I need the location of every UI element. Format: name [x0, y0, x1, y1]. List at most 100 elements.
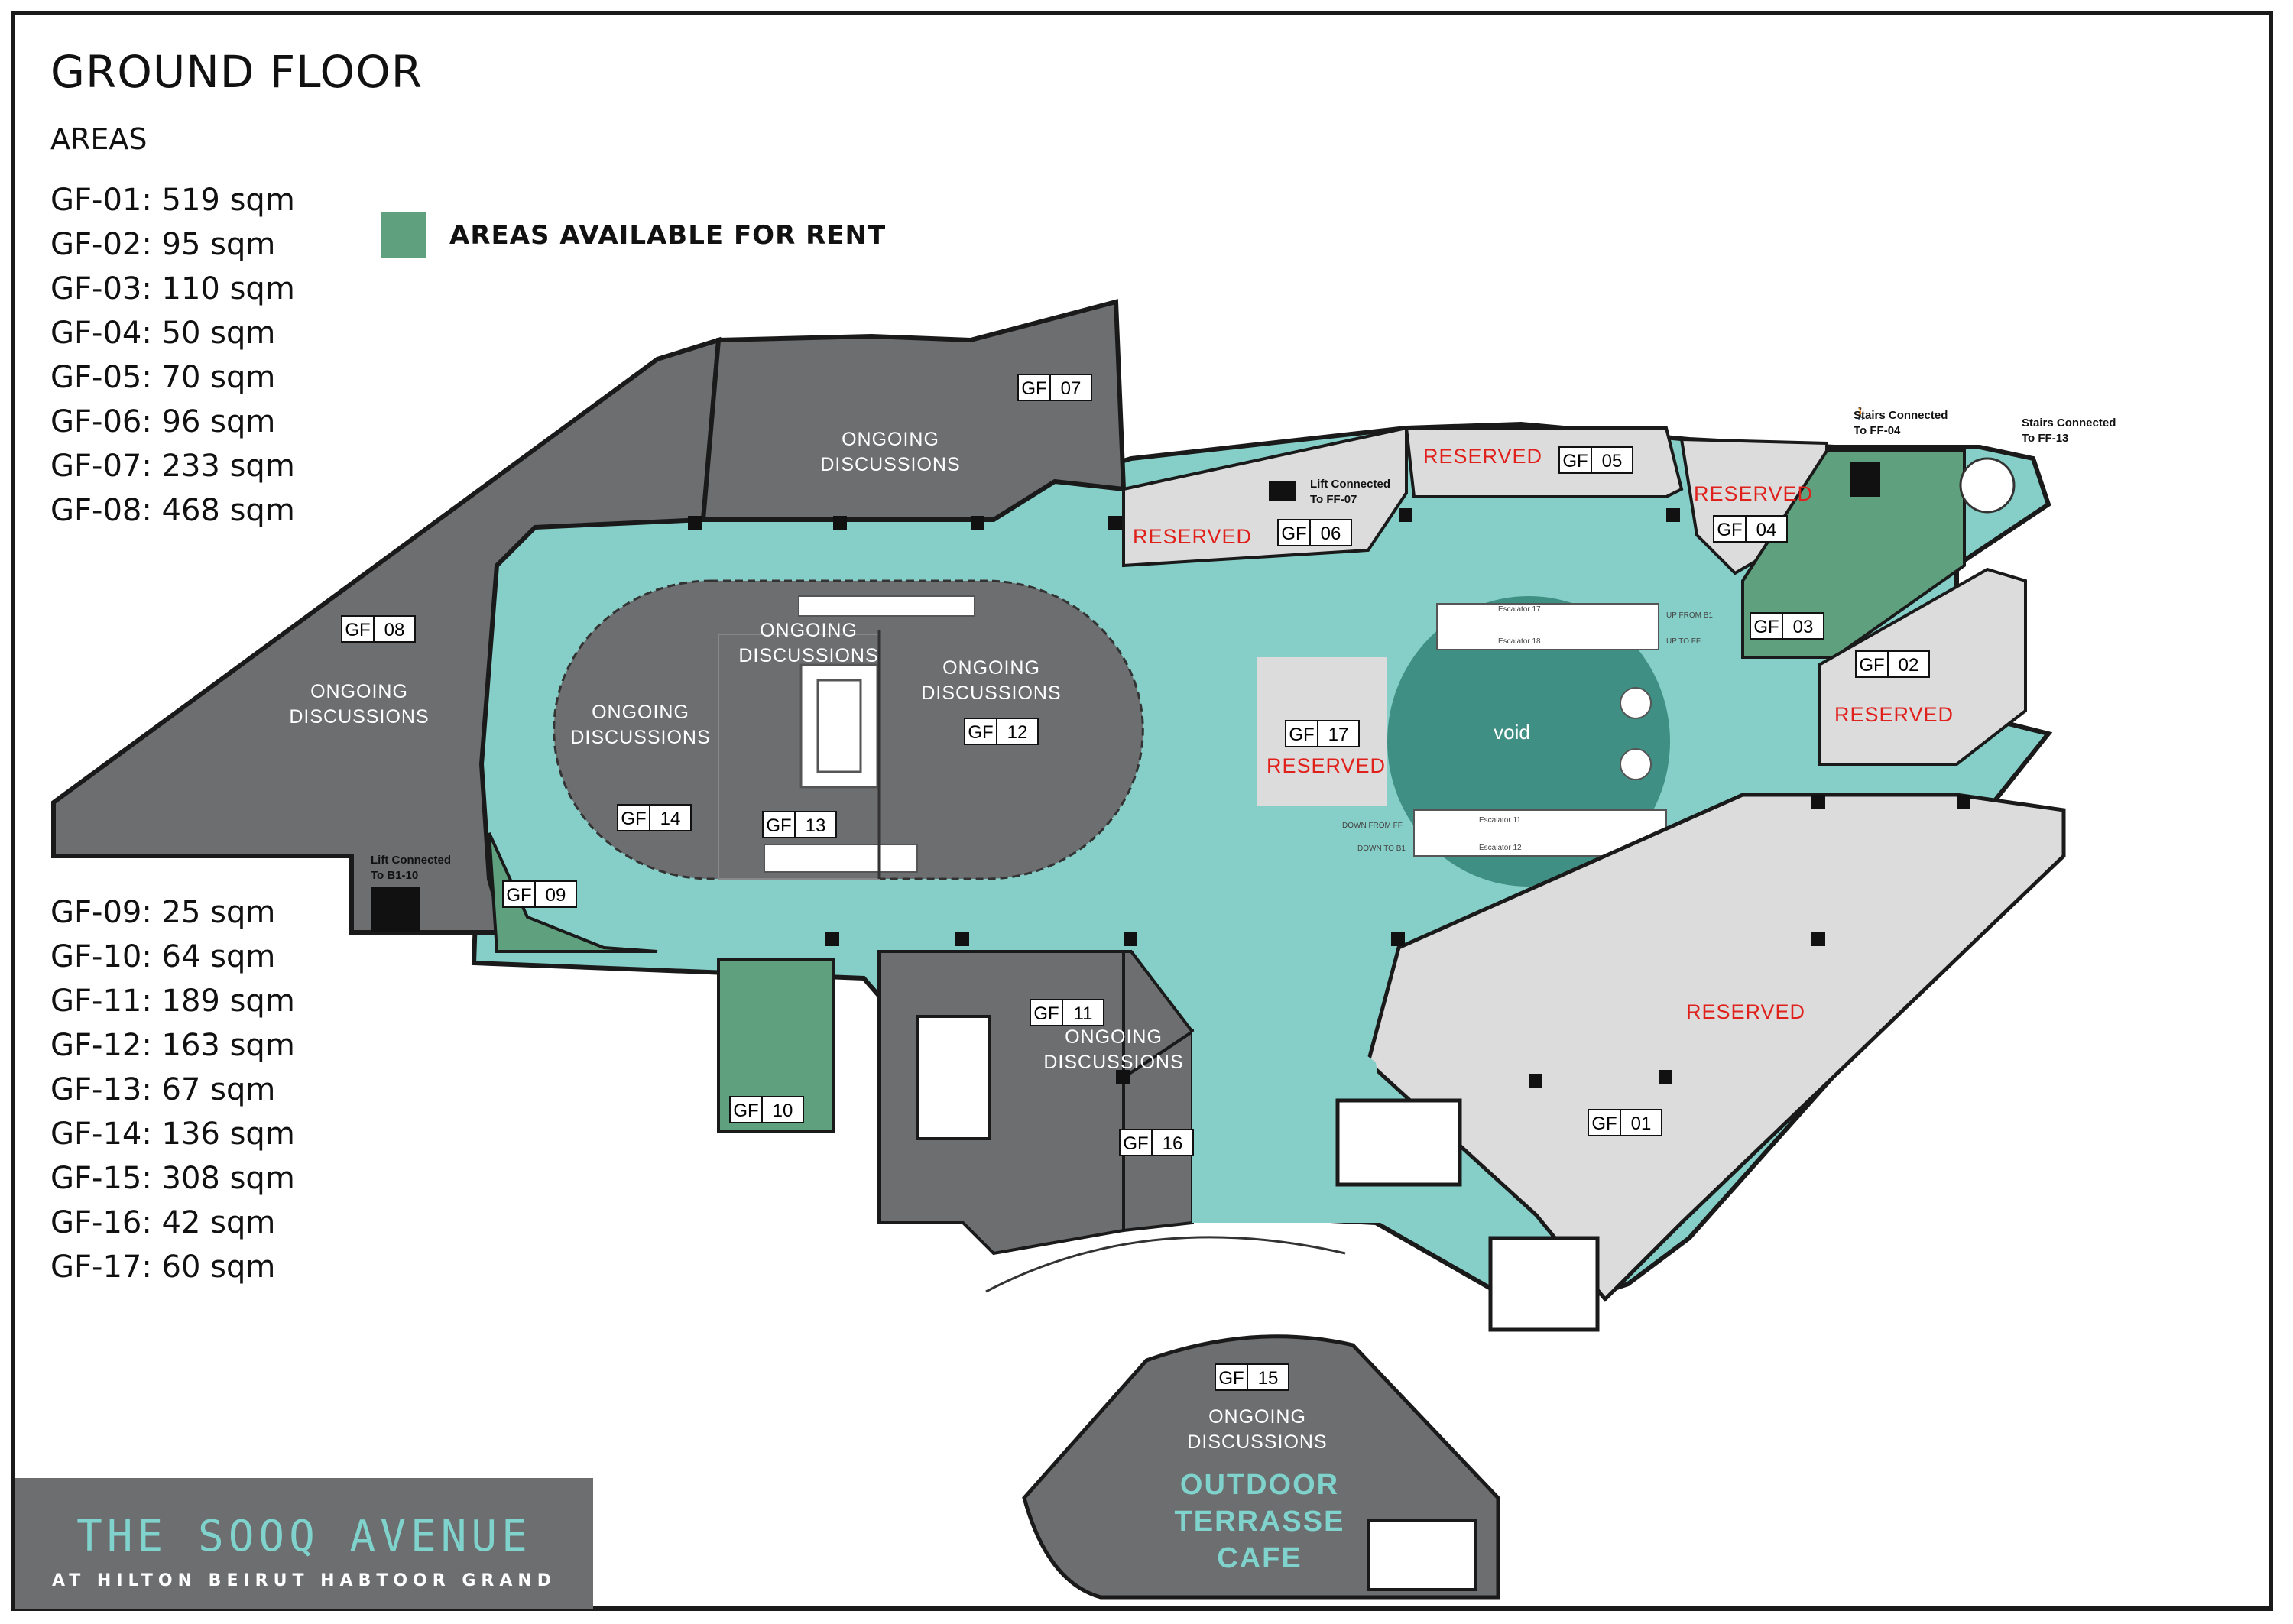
svg-text:CAFE: CAFE	[1217, 1542, 1302, 1574]
tag-gf14-prefix: GF	[621, 809, 646, 829]
status-gf02: RESERVED	[1834, 703, 1954, 726]
tag-gf12-num: 12	[1007, 722, 1028, 743]
stairs-ff04-note: 🚶 Stairs Connected To FF-04	[1854, 407, 1948, 437]
status-gf05: RESERVED	[1423, 445, 1542, 468]
terrace-kiosk	[1367, 1519, 1477, 1591]
area-item-gf16: GF-16: 42 sqm	[50, 1205, 276, 1240]
area-list-top: GF-01: 519 sqm GF-02: 95 sqm GF-03: 110 …	[50, 178, 295, 533]
status-gf13-l2: DISCUSSIONS	[738, 645, 878, 666]
escalator-notes: Escalator 17 Escalator 18 Escalator 11 E…	[1342, 605, 1713, 853]
area-item-gf07: GF-07: 233 sqm	[50, 449, 295, 484]
void-column-left	[1620, 687, 1652, 719]
unit-gf05-area[interactable]	[1404, 426, 1684, 498]
unit-gf13-feature-inner	[816, 679, 862, 773]
tag-gf07-prefix: GF	[1021, 378, 1046, 399]
tag-gf16: GF 16	[1119, 1129, 1194, 1156]
brand-logo: THE SOOQ AVENUE AT HILTON BEIRUT HABTOOR…	[15, 1478, 593, 1609]
void-label: void	[1494, 721, 1530, 744]
svg-text:UP TO FF: UP TO FF	[1666, 637, 1701, 646]
tag-gf12: GF 12	[964, 718, 1039, 745]
status-gf11-l1: ONGOING	[1065, 1026, 1163, 1048]
status-gf08-l1: ONGOING	[310, 681, 408, 702]
area-item-gf17: GF-17: 60 sqm	[50, 1250, 276, 1285]
status-gf07-l1: ONGOING	[842, 429, 939, 450]
stairs-ff13-spiral	[1959, 457, 2016, 514]
svg-text:To FF-04: To FF-04	[1854, 424, 1901, 437]
unit-tags: GF 01 GF 02 GF 03 GF 04 GF 05 GF 06 GF 0…	[341, 374, 1930, 1391]
tag-gf05-num: 05	[1602, 451, 1623, 472]
map-frame	[11, 11, 2273, 1611]
tag-gf16-prefix: GF	[1123, 1133, 1148, 1154]
tag-gf17: GF 17	[1285, 720, 1360, 747]
tag-gf07-num: 07	[1061, 378, 1082, 399]
unit-gf13-feature	[799, 663, 879, 789]
tag-gf11-prefix: GF	[1033, 1003, 1059, 1024]
area-list-bottom: GF-09: 25 sqm GF-10: 64 sqm GF-11: 189 s…	[50, 890, 295, 1289]
tag-gf04-prefix: GF	[1717, 520, 1742, 540]
tag-gf13-num: 13	[806, 815, 826, 836]
tag-gf09: GF 09	[502, 880, 577, 908]
logo-name: THE SOOQ AVENUE	[76, 1512, 532, 1561]
bridge-strip	[798, 595, 975, 617]
tag-gf02: GF 02	[1855, 650, 1930, 678]
status-gf15-l1: ONGOING	[1208, 1406, 1306, 1428]
svg-text:Escalator 17: Escalator 17	[1498, 605, 1541, 614]
legend: AREAS AVAILABLE FOR RENT	[381, 212, 886, 258]
tag-gf14: GF 14	[617, 804, 692, 831]
area-item-gf14: GF-14: 136 sqm	[50, 1117, 295, 1152]
area-item-gf13: GF-13: 67 sqm	[50, 1072, 276, 1107]
area-item-gf05: GF-05: 70 sqm	[50, 360, 276, 395]
tag-gf15: GF 15	[1215, 1363, 1289, 1391]
status-gf11-l2: DISCUSSIONS	[1043, 1052, 1183, 1073]
svg-text:DOWN FROM FF: DOWN FROM FF	[1342, 822, 1403, 830]
area-item-gf09: GF-09: 25 sqm	[50, 895, 276, 930]
svg-text:Lift Connected: Lift Connected	[371, 854, 451, 867]
logo-tagline: AT HILTON BEIRUT HABTOOR GRAND	[51, 1571, 557, 1590]
tag-gf01-prefix: GF	[1591, 1113, 1617, 1134]
void-column-right	[1620, 748, 1652, 780]
page-title: GROUND FLOOR	[50, 46, 423, 98]
tag-gf03-prefix: GF	[1753, 617, 1779, 637]
status-gf17: RESERVED	[1267, 754, 1386, 777]
status-gf08-l2: DISCUSSIONS	[289, 706, 429, 728]
svg-text:To B1-10: To B1-10	[371, 869, 418, 882]
svg-text:To FF-07: To FF-07	[1310, 493, 1357, 506]
status-gf12-l2: DISCUSSIONS	[921, 682, 1061, 704]
stairs-ff13-note: Stairs Connected To FF-13	[2022, 417, 2116, 445]
stairs-ff04-icon: 🚶	[1854, 407, 1868, 420]
stair-core-right	[1335, 1098, 1462, 1187]
tag-gf06-num: 06	[1321, 524, 1341, 544]
tag-gf08-num: 08	[384, 620, 405, 640]
tag-gf04: GF 04	[1713, 515, 1788, 543]
status-gf06: RESERVED	[1133, 525, 1252, 548]
svg-text:UP FROM B1: UP FROM B1	[1666, 611, 1713, 620]
entrance-arc	[985, 1236, 1346, 1293]
tag-gf06-prefix: GF	[1281, 524, 1306, 544]
stair-core-bottom	[1488, 1236, 1600, 1332]
tag-gf02-num: 02	[1899, 655, 1919, 676]
area-item-gf04: GF-04: 50 sqm	[50, 316, 276, 351]
service-core	[916, 1015, 991, 1140]
tag-gf02-prefix: GF	[1859, 655, 1884, 676]
tag-gf01-num: 01	[1631, 1113, 1652, 1134]
tag-gf03: GF 03	[1750, 612, 1824, 640]
tag-gf06: GF 06	[1277, 519, 1352, 546]
tag-gf12-prefix: GF	[968, 722, 993, 743]
svg-text:Escalator 12: Escalator 12	[1479, 844, 1522, 852]
reserved-labels: RESERVED RESERVED RESERVED RESERVED RESE…	[1133, 445, 1954, 1023]
tag-gf10-num: 10	[773, 1100, 793, 1121]
tag-gf14-num: 14	[660, 809, 681, 829]
columns	[688, 508, 1970, 1088]
area-item-gf06: GF-06: 96 sqm	[50, 404, 276, 439]
tag-gf08: GF 08	[341, 615, 416, 643]
tag-gf10-prefix: GF	[733, 1100, 758, 1121]
status-gf01: RESERVED	[1686, 1000, 1805, 1023]
tag-gf01: GF 01	[1588, 1109, 1662, 1136]
tag-gf04-num: 04	[1756, 520, 1777, 540]
tag-gf17-num: 17	[1328, 724, 1349, 745]
svg-text:Stairs Connected: Stairs Connected	[1854, 409, 1948, 422]
tag-gf11: GF 11	[1030, 999, 1104, 1026]
svg-text:DOWN TO B1: DOWN TO B1	[1357, 844, 1406, 853]
area-item-gf02: GF-02: 95 sqm	[50, 227, 276, 262]
